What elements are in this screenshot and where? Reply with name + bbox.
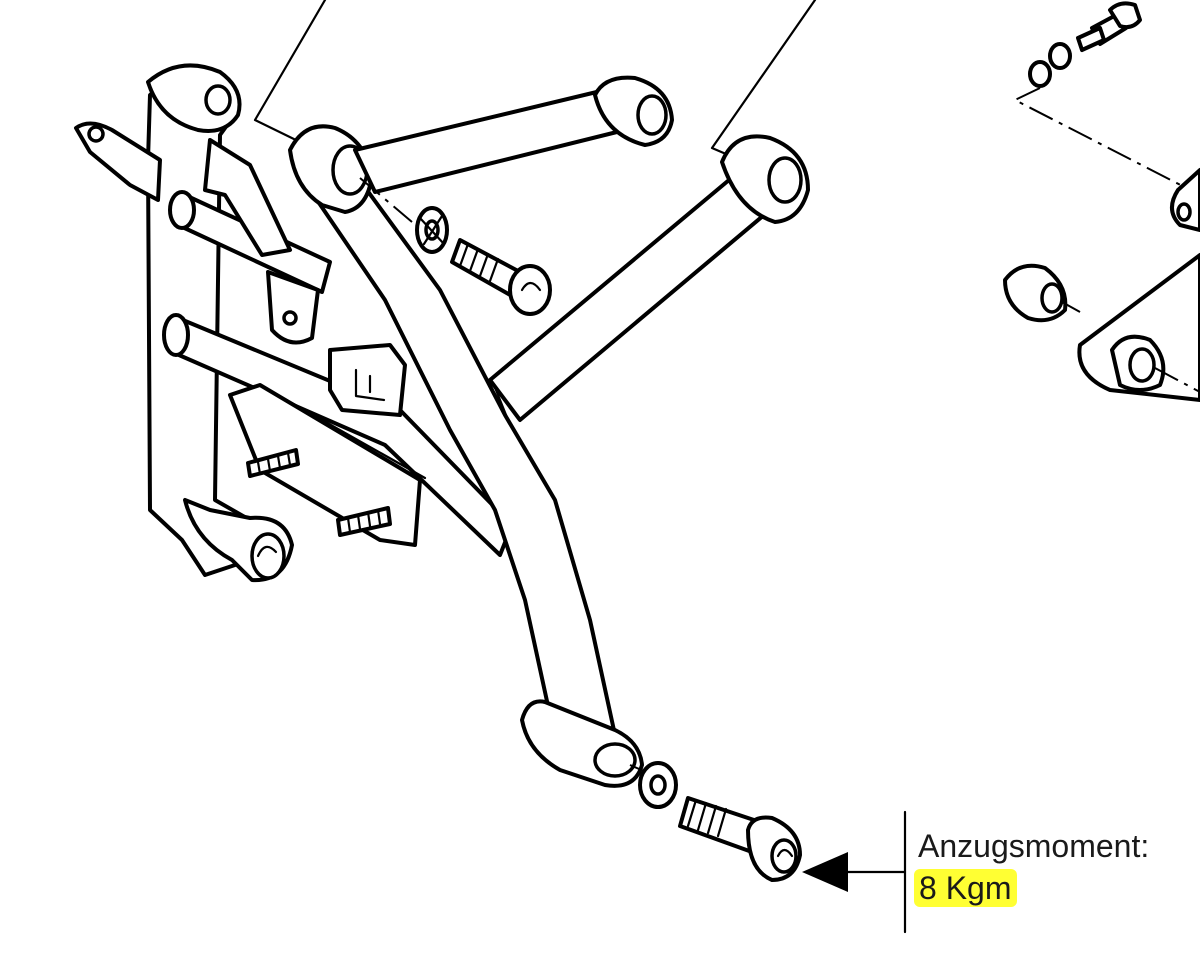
diagonal-strut <box>488 134 810 422</box>
lower-left-boss <box>183 498 294 583</box>
torque-label: Anzugsmoment: <box>918 828 1150 864</box>
torque-value: 8 Kgm <box>914 869 1018 907</box>
right-side-assembly <box>1003 1 1200 402</box>
torque-callout-pointer <box>802 810 907 934</box>
lower-bolt <box>678 796 802 882</box>
left-bracket-plate <box>74 63 252 577</box>
upper-bolt-assembly <box>359 177 552 316</box>
arrow-left-icon <box>802 852 848 892</box>
lower-pivot-boss <box>520 699 678 809</box>
threaded-studs <box>246 448 392 537</box>
mounting-tabs <box>203 138 427 547</box>
upper-rear-strut <box>353 75 674 194</box>
upper-pivot-boss <box>288 124 374 214</box>
